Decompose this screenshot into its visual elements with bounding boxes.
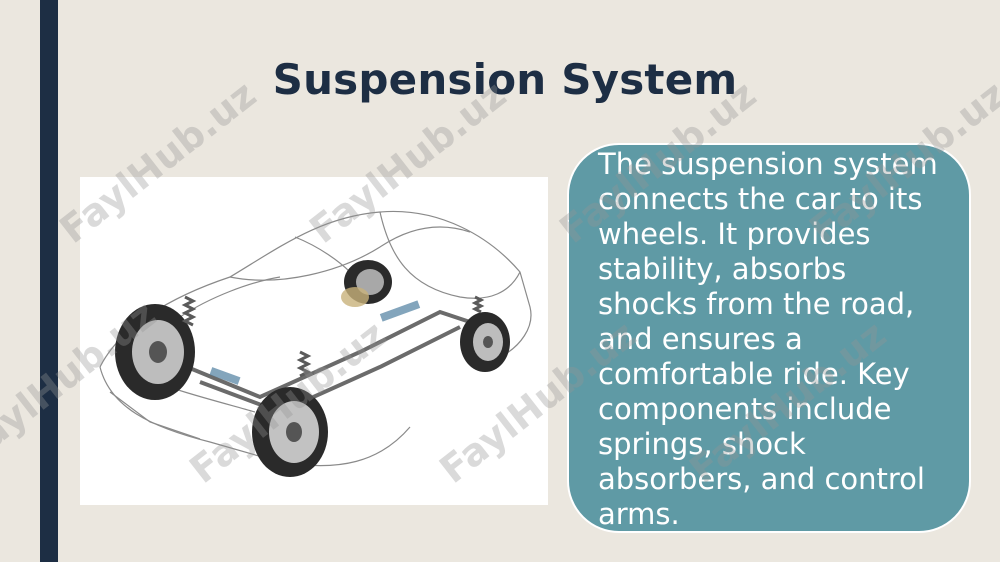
accent-bar bbox=[40, 0, 58, 562]
suspension-illustration bbox=[80, 177, 548, 505]
slide-title: Suspension System bbox=[272, 55, 738, 104]
wheel-icon bbox=[115, 304, 195, 400]
description-text: The suspension system connects the car t… bbox=[598, 147, 938, 531]
description-card: The suspension system connects the car t… bbox=[567, 143, 971, 533]
